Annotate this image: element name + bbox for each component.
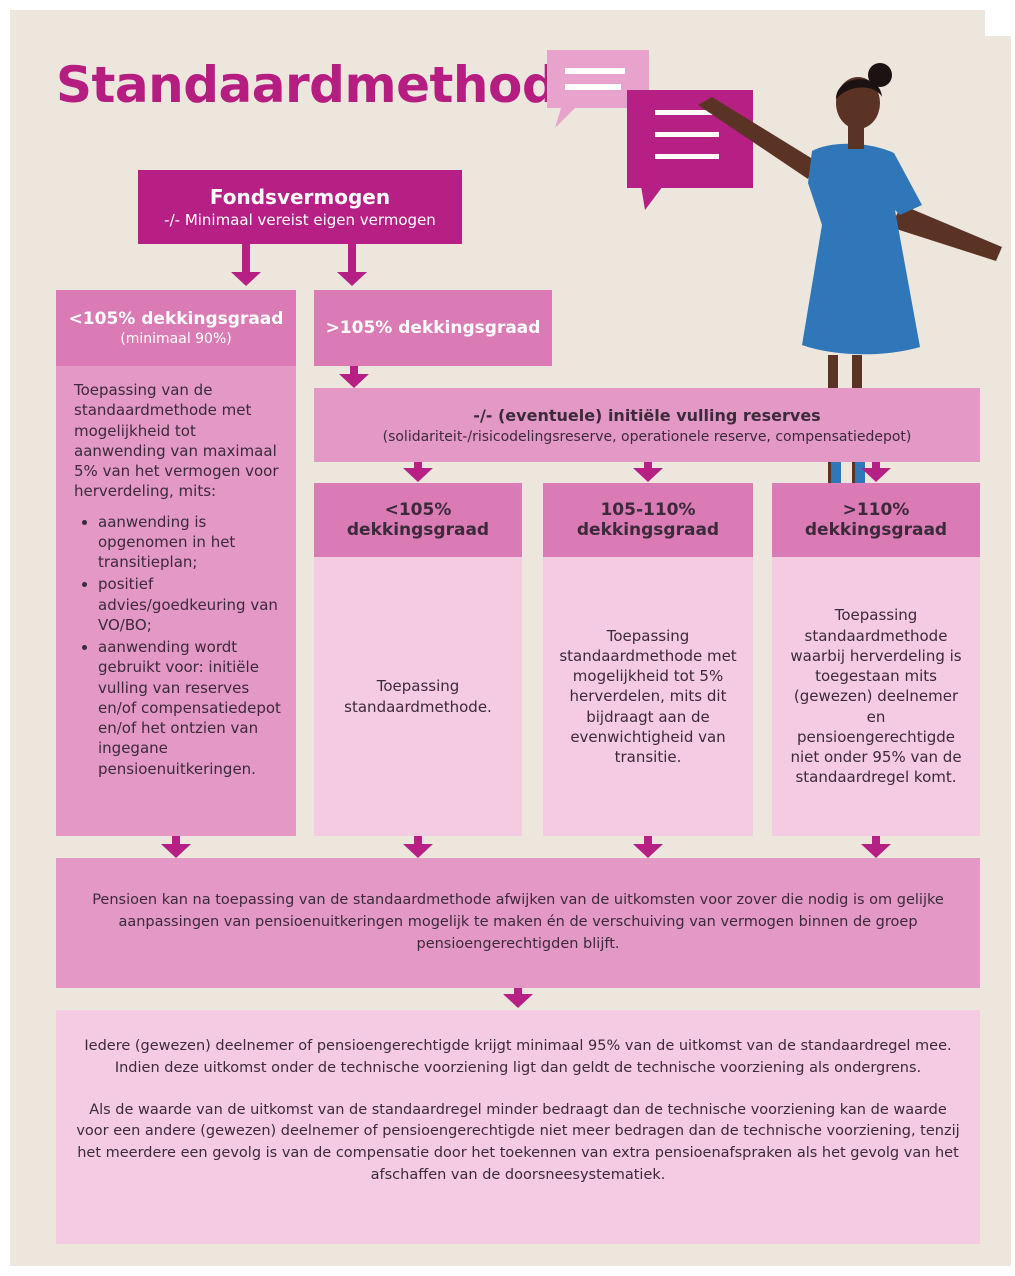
list-item: positief advies/goedkeuring van VO/BO; — [98, 574, 282, 635]
final-box: Iedere (gewezen) deelnemer of pensioenge… — [56, 1010, 980, 1244]
condition-list: aanwending is opgenomen in het transitie… — [74, 512, 282, 779]
left-branch-intro: Toepassing van de standaardmethode met m… — [74, 381, 279, 501]
column-header-3: >110% dekkingsgraad — [772, 483, 980, 557]
page-title: Standaardmethode — [56, 56, 591, 114]
column-body-1: Toepassing standaardmethode. — [314, 557, 522, 836]
column-text: Toepassing standaardmethode waarbij herv… — [790, 606, 962, 787]
reserves-heading: -/- (eventuele) initiële vulling reserve… — [473, 405, 821, 425]
column-body-2: Toepassing standaardmethode met mogelijk… — [543, 557, 753, 836]
speech-bubble-icon — [547, 50, 753, 210]
infographic: Standaardmethode Fondsve — [10, 10, 1011, 1266]
column-header-2: 105-110% dekkingsgraad — [543, 483, 753, 557]
final-paragraph-1: Iedere (gewezen) deelnemer of pensioenge… — [84, 1038, 952, 1076]
column-heading-line2: dekkingsgraad — [576, 520, 720, 540]
corner-mark — [985, 10, 1011, 36]
fondsvermogen-heading: Fondsvermogen — [209, 185, 391, 209]
column-heading-line1: >110% — [842, 500, 910, 520]
column-heading-line2: dekkingsgraad — [346, 520, 490, 540]
left-branch-sub: (minimaal 90%) — [120, 331, 232, 347]
column-text: Toepassing standaardmethode. — [344, 677, 492, 716]
pensioen-note-text: Pensioen kan na toepassing van de standa… — [92, 892, 944, 952]
left-branch-header: <105% dekkingsgraad (minimaal 90%) — [56, 290, 296, 366]
right-branch-header: >105% dekkingsgraad — [314, 290, 552, 366]
list-item: aanwending wordt gebruikt voor: initiële… — [98, 637, 282, 779]
list-item: aanwending is opgenomen in het transitie… — [98, 512, 282, 573]
column-heading-line1: <105% — [384, 500, 452, 520]
reserves-box: -/- (eventuele) initiële vulling reserve… — [314, 388, 980, 462]
left-branch-body: Toepassing van de standaardmethode met m… — [56, 366, 296, 836]
column-heading-line1: 105-110% — [600, 500, 696, 520]
pensioen-note: Pensioen kan na toepassing van de standa… — [56, 858, 980, 988]
right-branch-heading: >105% dekkingsgraad — [325, 318, 541, 338]
left-branch-heading: <105% dekkingsgraad — [68, 309, 284, 329]
final-paragraph-2: Als de waarde van de uitkomst van de sta… — [76, 1101, 960, 1183]
fondsvermogen-sub: -/- Minimaal vereist eigen vermogen — [164, 211, 436, 229]
column-header-1: <105% dekkingsgraad — [314, 483, 522, 557]
column-heading-line2: dekkingsgraad — [804, 520, 948, 540]
reserves-sub: (solidariteit-/risicodelingsreserve, ope… — [382, 428, 912, 445]
column-text: Toepassing standaardmethode met mogelijk… — [559, 626, 737, 767]
column-body-3: Toepassing standaardmethode waarbij herv… — [772, 557, 980, 836]
fondsvermogen-box: Fondsvermogen -/- Minimaal vereist eigen… — [138, 170, 462, 244]
